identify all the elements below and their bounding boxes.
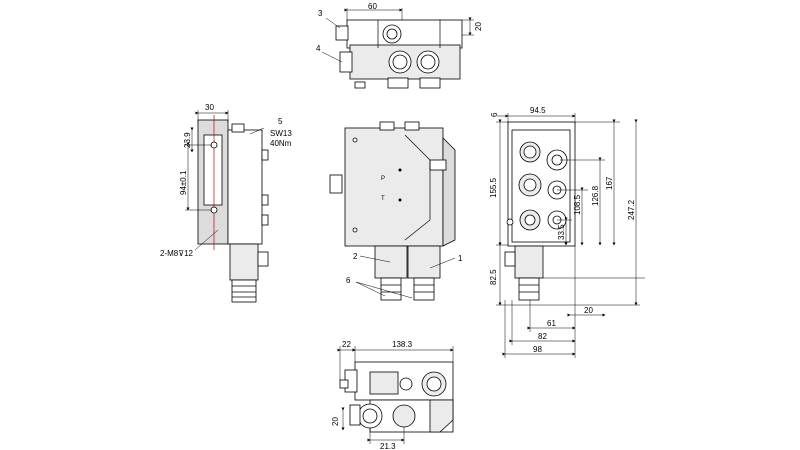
right-dim-82: 82 xyxy=(538,332,547,341)
bottom-dim-138-3: 138.3 xyxy=(392,340,413,349)
torque-nm: 40Nm xyxy=(270,139,292,148)
top-view xyxy=(321,8,474,89)
left-dim-94: 94±0.1 xyxy=(179,170,188,195)
bottom-dim-20: 20 xyxy=(331,417,340,426)
right-dim-20: 20 xyxy=(584,306,593,315)
torque-sw: SW13 xyxy=(270,129,292,138)
right-dim-247-2: 247.2 xyxy=(627,199,636,220)
callout-5: 5 xyxy=(278,117,283,126)
right-view xyxy=(496,113,645,358)
thread-label: 2-M8⊽12 xyxy=(160,249,194,258)
port-letter-p: P xyxy=(381,176,385,182)
bottom-view xyxy=(337,346,454,444)
right-dim-155-5: 155.5 xyxy=(489,177,498,198)
right-dim-6: 6 xyxy=(490,112,499,117)
callout-4: 4 xyxy=(316,44,321,53)
callout-1: 1 xyxy=(458,254,463,263)
left-dim-30: 30 xyxy=(205,103,214,112)
right-dim-61: 61 xyxy=(547,319,556,328)
port-letter-t: T xyxy=(381,196,385,202)
front-view xyxy=(329,121,456,301)
top-dim-60: 60 xyxy=(368,2,377,11)
callout-2: 2 xyxy=(353,252,358,261)
top-dim-20: 20 xyxy=(474,22,483,31)
right-dim-33-5: 33.5 xyxy=(557,224,566,240)
bottom-dim-21-3: 21.3 xyxy=(380,442,396,450)
right-dim-126-8: 126.8 xyxy=(591,185,600,206)
bottom-dim-22: 22 xyxy=(342,340,351,349)
right-dim-167: 167 xyxy=(605,176,614,190)
left-dim-23-9: 23.9 xyxy=(183,132,192,148)
right-dim-82-5: 82.5 xyxy=(489,269,498,285)
right-dim-94-5: 94.5 xyxy=(530,106,546,115)
right-dim-98: 98 xyxy=(533,345,542,354)
left-view xyxy=(185,110,269,303)
right-dim-108-5: 108.5 xyxy=(573,194,582,215)
callout-6: 6 xyxy=(346,276,351,285)
callout-3: 3 xyxy=(318,9,323,18)
